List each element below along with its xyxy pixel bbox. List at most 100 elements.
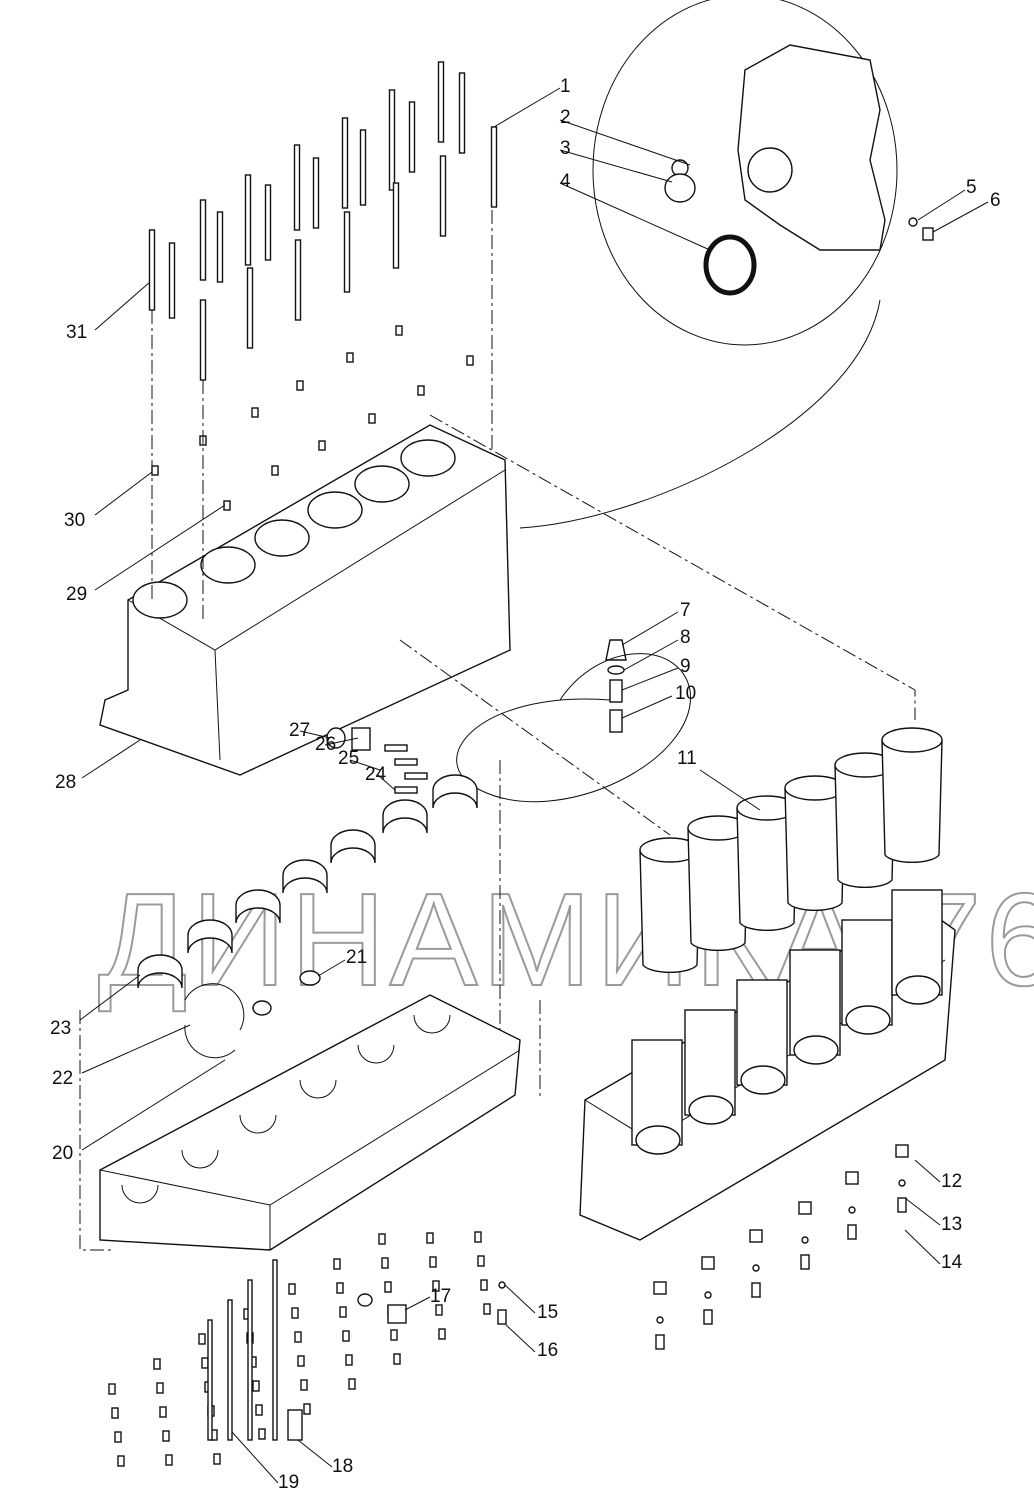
head-bolts: [148, 61, 498, 381]
leader-line: [623, 639, 679, 671]
bedplate-bolt: [480, 1279, 488, 1291]
assembly-lines: [79, 210, 916, 1251]
bolt: [703, 1309, 713, 1325]
bearing-shell: [137, 954, 183, 989]
leader-line: [559, 119, 691, 166]
callout-16: 16: [537, 1340, 558, 1361]
cylinder-liner: [784, 787, 846, 912]
cylinder-liners: [639, 727, 943, 974]
main-cap: [740, 1065, 786, 1095]
bolt: [394, 758, 418, 766]
washer: [898, 1179, 906, 1187]
ring: [357, 1293, 373, 1307]
callout-3: 3: [560, 138, 571, 159]
bedplate-bolt: [429, 1256, 437, 1268]
dowel: [368, 413, 376, 424]
leader-line: [231, 1431, 279, 1484]
leader-line: [404, 1296, 431, 1311]
washer: [801, 1236, 809, 1244]
head-bolt: [293, 144, 301, 231]
bedplate-bolt: [165, 1454, 173, 1466]
head-bolt: [246, 267, 254, 349]
thrust-washer-part-22a: [184, 983, 245, 1031]
dowel: [318, 440, 326, 451]
callout-9: 9: [680, 656, 691, 677]
leader-line: [904, 1197, 941, 1226]
dowel: [151, 465, 159, 476]
flow-curve: [456, 653, 691, 803]
bolt: [800, 1254, 810, 1270]
callout-31: 31: [66, 322, 87, 343]
housing-bore: [747, 147, 793, 193]
bearing-shell: [382, 799, 428, 834]
callout-5: 5: [966, 177, 977, 198]
bedplate-bolt: [156, 1382, 164, 1394]
head-bolt: [388, 89, 396, 191]
head-bolt: [490, 126, 498, 208]
long-bolt: [247, 1279, 253, 1441]
leader-line: [904, 1229, 941, 1265]
plug-part-7: [605, 639, 627, 661]
callout-8: 8: [680, 627, 691, 648]
callout-25: 25: [338, 748, 359, 769]
callout-29: 29: [66, 584, 87, 605]
bolt: [751, 1282, 761, 1298]
spring-part-9: [609, 679, 623, 703]
leader-line: [914, 1159, 941, 1183]
bolt: [847, 1224, 857, 1240]
washer: [752, 1264, 760, 1272]
bearing-shell: [235, 889, 281, 924]
bedplate-bolt: [297, 1355, 305, 1367]
sleeve-part-3: [664, 173, 696, 203]
long-bolt: [272, 1259, 278, 1441]
bedplate-bolt: [483, 1303, 491, 1315]
washer: [656, 1316, 664, 1324]
bedplate-bolt: [477, 1255, 485, 1267]
sleeve-part-18: [287, 1409, 303, 1441]
bedplate-bolt: [333, 1258, 341, 1270]
bedplate-bolt: [108, 1383, 116, 1395]
cylinder-bore: [200, 546, 256, 584]
leader-line: [377, 774, 396, 791]
bedplate-bolt: [153, 1358, 161, 1370]
bedplate-bolt: [345, 1354, 353, 1366]
bearing-saddle: [239, 1114, 277, 1134]
head-bolt: [392, 182, 400, 269]
bearing-shell: [432, 774, 478, 809]
valve-part-10: [609, 709, 623, 733]
leader-line: [349, 759, 381, 771]
o-ring-part-20: [252, 1000, 272, 1016]
bedplate-bolt: [201, 1357, 209, 1369]
callout-18: 18: [332, 1456, 353, 1477]
leader-line: [94, 281, 151, 331]
bedplate-bolt: [303, 1403, 311, 1415]
main-cap: [895, 975, 941, 1005]
bolt: [897, 1197, 907, 1213]
main-cap: [793, 1035, 839, 1065]
leader-line: [505, 1324, 536, 1353]
dowel: [296, 380, 304, 391]
bedplate-bolt: [198, 1333, 206, 1345]
bedplate-bolt: [348, 1378, 356, 1390]
leader-line: [493, 87, 561, 128]
leader-line: [324, 737, 359, 746]
bedplate-bolt: [438, 1328, 446, 1340]
thrust-washer-part-22b: [184, 1024, 236, 1059]
cap-part-17: [387, 1304, 407, 1324]
leader-line: [299, 730, 331, 739]
cap-nut: [895, 1144, 909, 1158]
leader-line: [621, 667, 679, 691]
leader-line: [94, 504, 226, 591]
callout-15: 15: [537, 1302, 558, 1323]
cap-nut: [701, 1256, 715, 1270]
leader-line: [559, 149, 673, 183]
leader-line: [504, 1284, 536, 1314]
main-cap: [688, 1095, 734, 1125]
bedplate-bolt: [435, 1304, 443, 1316]
detail-leader: [519, 299, 881, 529]
callout-21: 21: [346, 947, 367, 968]
bedplate-bolt: [378, 1233, 386, 1245]
bedplate-bolt: [117, 1455, 125, 1467]
bedplate-bolt: [426, 1232, 434, 1244]
bedplate-bolt: [258, 1428, 266, 1440]
